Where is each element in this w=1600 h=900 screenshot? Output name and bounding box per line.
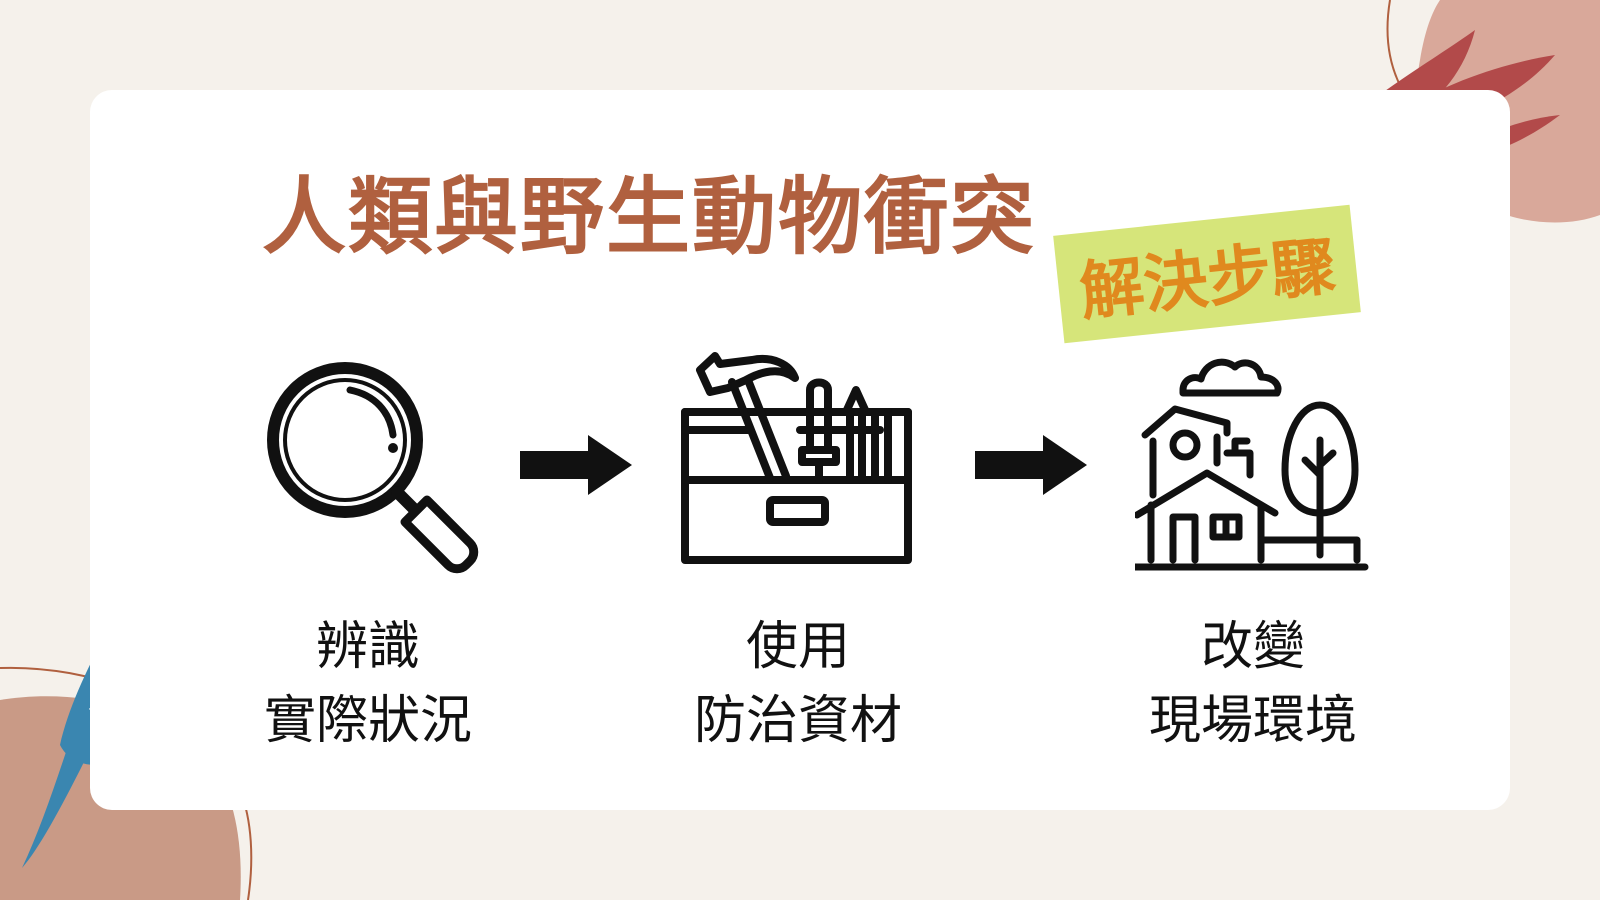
step-1-line-2: 實際狀況 xyxy=(263,691,472,751)
house-tree-icon xyxy=(1135,358,1369,571)
step-2-line-1: 使用 xyxy=(745,617,850,677)
toolbox-icon xyxy=(681,352,912,564)
step-3-line-2: 現場環境 xyxy=(1148,691,1357,751)
step-2-line-2: 防治資材 xyxy=(693,691,902,751)
step-3-line-1: 改變 xyxy=(1200,617,1305,677)
magnifying-glass-icon xyxy=(267,362,479,574)
page-title: 人類與野生動物衝突 xyxy=(262,168,1037,266)
step-2-label: 使用 防治資材 xyxy=(628,610,968,758)
arrow-right-icon xyxy=(520,435,632,495)
arrow-right-icon xyxy=(975,435,1087,495)
step-1-label: 辨識 實際狀況 xyxy=(198,610,538,758)
step-3-label: 改變 現場環境 xyxy=(1083,610,1423,758)
step-1-line-1: 辨識 xyxy=(315,617,420,677)
